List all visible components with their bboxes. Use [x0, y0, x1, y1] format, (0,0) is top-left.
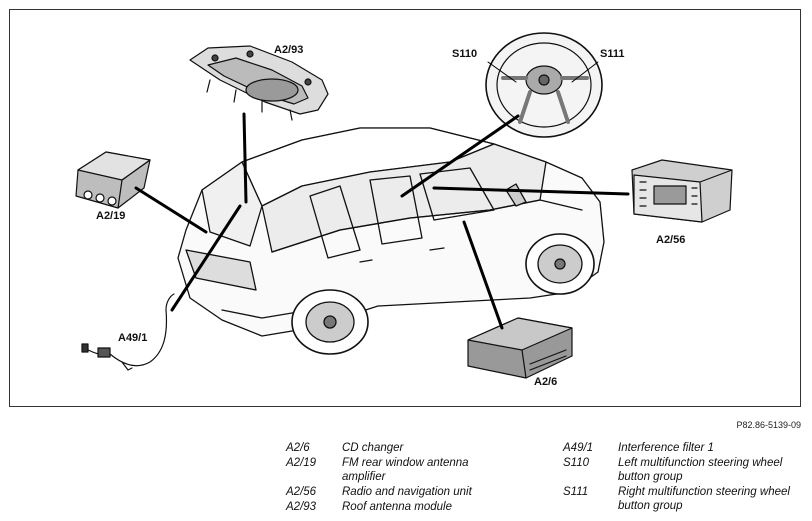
interference-filter-drawing — [81, 293, 175, 371]
legend-code: A2/93 — [286, 501, 317, 513]
cd-changer-drawing — [467, 317, 573, 379]
legend-code: A2/56 — [286, 486, 317, 498]
legend-code: S111 — [563, 486, 589, 498]
callout-a2-6: A2/6 — [534, 376, 558, 388]
legend-right-column: A49/1 Interference filter 1 S110 Left mu… — [563, 441, 803, 521]
callout-a49-1: A49/1 — [118, 332, 148, 344]
legend-description: Interference filter 1 — [618, 442, 714, 454]
callout-a2-93: A2/93 — [274, 44, 304, 56]
diagram-drawing — [75, 32, 733, 379]
legend-code: A49/1 — [563, 442, 594, 454]
legend-code: A2/6 — [286, 442, 310, 454]
roof-antenna-module-drawing — [189, 45, 329, 121]
component-location-diagram: A2/93 S110 S111 A2/19 A2/56 A49/1 A2/6 — [9, 9, 801, 407]
legend-description: Radio and navigation unit — [342, 486, 472, 498]
vehicle-drawing — [177, 127, 605, 355]
callout-a2-56: A2/56 — [656, 234, 686, 246]
radio-navigation-unit-drawing — [631, 159, 733, 223]
legend-left-column: A2/6 CD changer A2/19 FM rear window ant… — [286, 441, 546, 521]
legend-description: Roof antenna module — [342, 501, 452, 513]
figure-reference-number: P82.86-5139-09 — [736, 420, 801, 430]
leader-lines — [134, 112, 630, 330]
legend-description: Left multifunction steering wheel button… — [618, 457, 783, 483]
callout-s111: S111 — [600, 48, 625, 60]
steering-wheel-drawing — [485, 32, 603, 138]
antenna-amplifier-drawing — [75, 151, 151, 209]
legend-code: A2/19 — [286, 457, 317, 469]
legend-description: FM rear window antenna amplifier — [342, 457, 469, 483]
legend-description: CD changer — [342, 442, 404, 454]
callout-s110: S110 — [452, 48, 478, 60]
legend-description: Right multifunction steering wheel butto… — [618, 486, 790, 512]
legend-code: S110 — [563, 457, 590, 469]
callout-a2-19: A2/19 — [96, 210, 126, 222]
